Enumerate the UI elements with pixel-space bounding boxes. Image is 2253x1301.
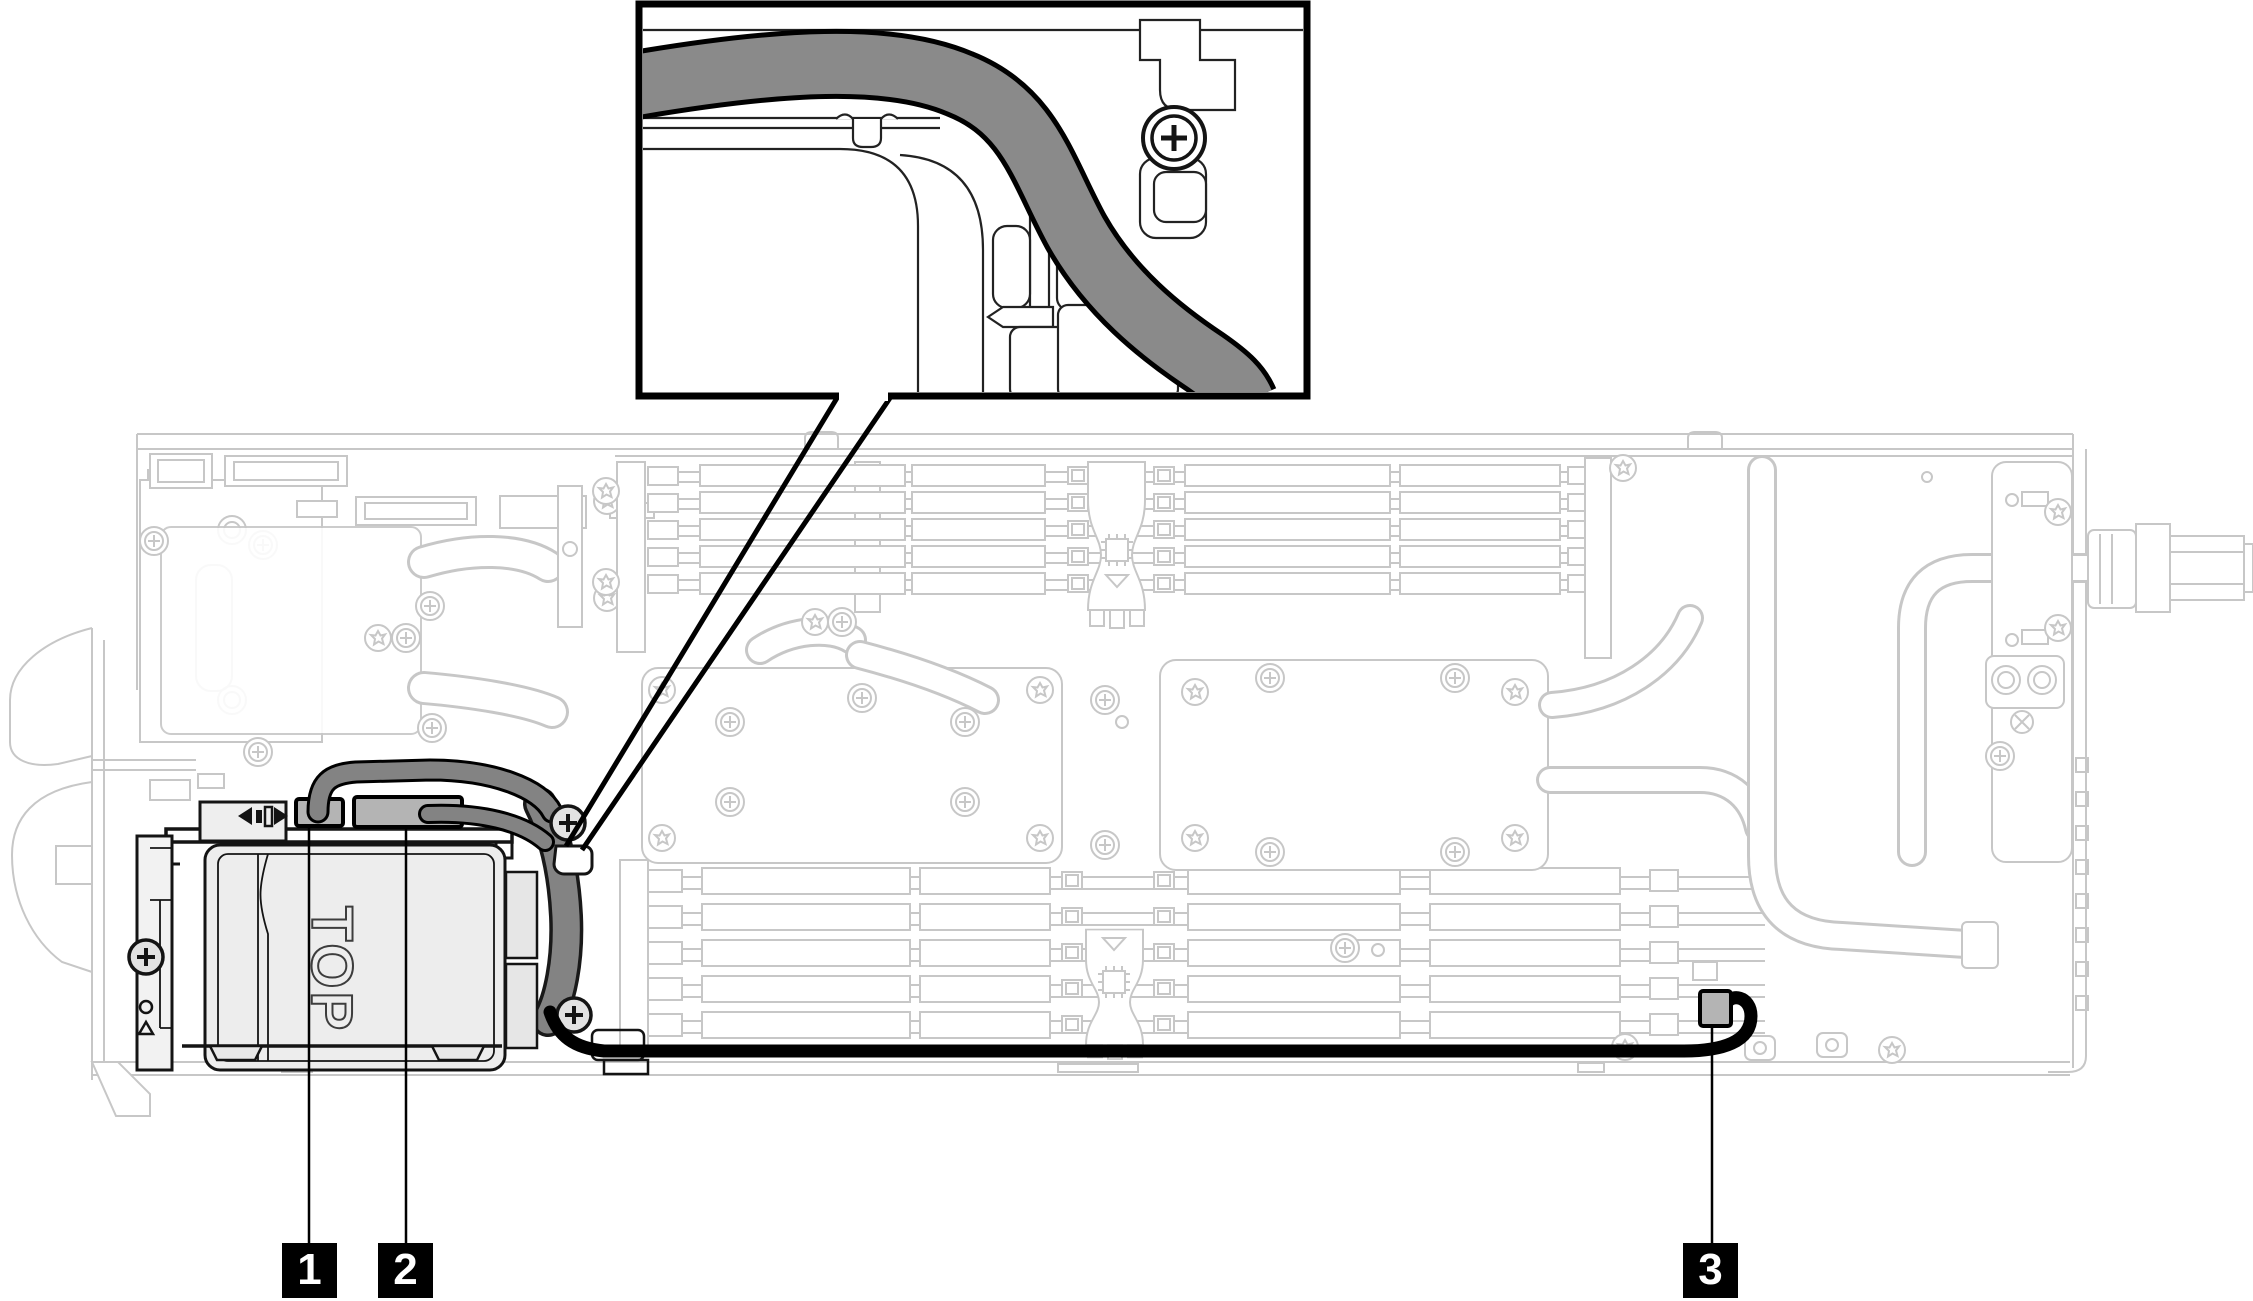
callout-1: 1 — [282, 1243, 337, 1298]
phillips-screw-icon — [417, 713, 447, 743]
cable-washer-icon — [1744, 1035, 1776, 1061]
inset-leader-lines — [563, 396, 893, 852]
phillips-screw-icon — [127, 938, 165, 976]
latch-bracket — [198, 800, 288, 843]
torx-screw-icon — [1878, 1036, 1906, 1064]
inset-cable — [643, 33, 1272, 392]
left-bracket-blob — [9, 627, 93, 766]
inset-border-gap — [839, 389, 888, 401]
torx-screw-icon — [592, 568, 620, 596]
quick-connect-fitting — [2087, 523, 2253, 613]
cable-retention-clip — [552, 844, 594, 876]
phillips-screw-icon — [415, 591, 445, 621]
cpu-cold-plate-1 — [641, 607, 1063, 864]
tray-foot — [90, 1061, 151, 1117]
phillips-screw-icon — [139, 526, 169, 556]
torx-screw-icon — [592, 477, 620, 505]
callout-1-label: 1 — [297, 1245, 321, 1294]
routed-cable — [543, 989, 1758, 1058]
edge-tab — [804, 431, 839, 449]
phillips-screw-icon — [391, 623, 421, 653]
slide-arrows-icon — [238, 805, 288, 828]
signal-cable-black — [543, 991, 1758, 1058]
torx-screw-icon — [1609, 454, 1637, 482]
tray-corner — [2048, 1040, 2087, 1073]
drive-assembly: TOP — [127, 758, 650, 1076]
server-tray-line-art — [9, 431, 2253, 1117]
edge-components — [2075, 757, 2089, 1011]
cpu-cold-plate-2 — [1159, 659, 1549, 963]
front-cold-plate — [139, 485, 621, 743]
inset-screw-icon — [1141, 105, 1207, 171]
callout-3: 3 — [1683, 1243, 1738, 1298]
dimm-bank-bottom — [648, 868, 1765, 1061]
drive-body: TOP — [203, 843, 507, 1072]
left-bracket-blob — [10, 781, 93, 973]
drive-foot — [429, 1044, 487, 1062]
drive-cable-gray — [306, 758, 584, 1037]
torx-screw-icon — [364, 624, 392, 652]
cable-end-connector-3 — [1698, 989, 1733, 1028]
right-manifold-bracket — [1921, 461, 2073, 863]
memory-tool — [1087, 461, 1146, 629]
callout-2: 2 — [378, 1243, 433, 1298]
callout-3-label: 3 — [1698, 1245, 1722, 1294]
edge-tab — [1687, 431, 1723, 449]
inset-detail-box — [635, 0, 1311, 401]
callout-2-label: 2 — [393, 1245, 417, 1294]
cable-washer-icon — [1816, 1032, 1848, 1058]
inset-rail-clip — [835, 113, 899, 149]
drive-foot — [207, 1044, 265, 1062]
dimm-bank-top — [648, 454, 1637, 659]
callout-leader-lines — [307, 826, 1714, 1246]
circle-marker-icon — [138, 999, 154, 1015]
water-loop-tubes — [1536, 455, 2101, 969]
phillips-screw-icon — [243, 737, 273, 767]
triangle-marker-icon — [136, 1019, 156, 1036]
inset-content — [643, 18, 1303, 392]
